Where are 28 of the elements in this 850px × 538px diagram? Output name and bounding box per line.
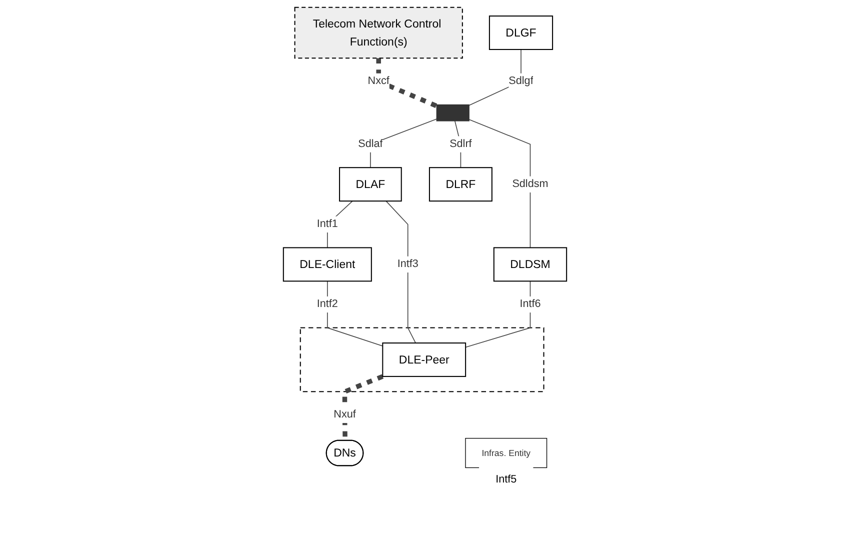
edge-label: Sdlaf [358, 138, 383, 150]
edge-label: Intf6 [520, 298, 541, 310]
connector [376, 58, 438, 108]
edge-label: Intf3 [397, 258, 418, 270]
edge-label: Sdlrf [450, 138, 472, 150]
node-label: Intf5 [496, 474, 517, 486]
edge-label: Nxuf [334, 408, 356, 420]
edge-label: Intf1 [316, 218, 338, 230]
node-box: DLDSM [493, 247, 568, 282]
connector [327, 280, 384, 346]
node-box: DLRF [428, 167, 492, 202]
connector [465, 280, 531, 348]
connector [327, 200, 353, 248]
edge-label: Intf2 [316, 298, 338, 310]
node-box: DLE-Client [282, 247, 372, 282]
node-box: DLE-Peer [382, 342, 466, 377]
connector [454, 120, 462, 168]
connector [468, 119, 531, 248]
edge-label: Sdlgf [508, 75, 534, 87]
edge-label: Sdldsm [512, 178, 548, 190]
node-box: Telecom Network Control Function(s) [294, 6, 463, 59]
node-box: DLGF [488, 16, 554, 50]
connector [386, 200, 416, 344]
node-box: DLAF [339, 167, 402, 202]
node-bar [436, 104, 470, 122]
node-box: Infras. Entity [465, 438, 548, 468]
edge-label: Nxcf [368, 75, 390, 87]
cluster [300, 327, 544, 392]
